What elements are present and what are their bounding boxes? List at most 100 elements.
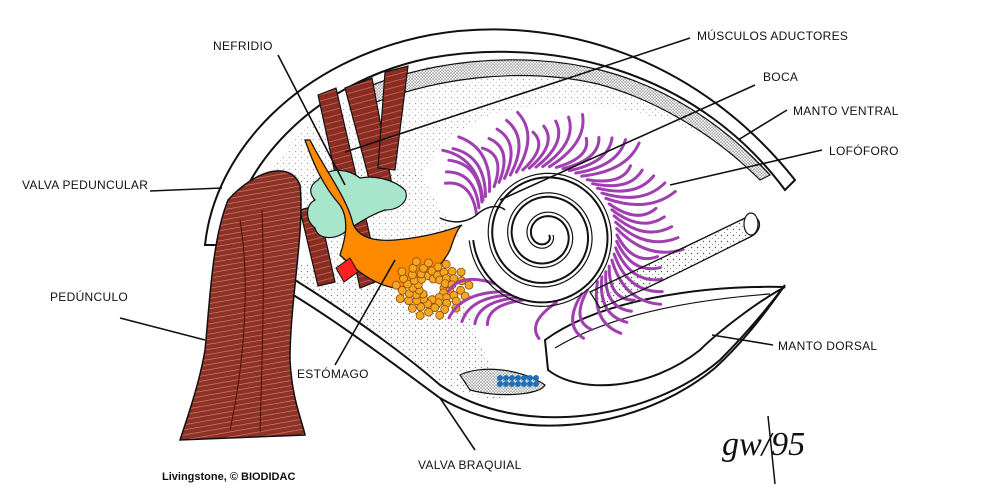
gonad-cell bbox=[497, 375, 503, 381]
signature-stroke bbox=[767, 415, 776, 485]
gland-lobule bbox=[416, 302, 426, 312]
lophophore-spiral bbox=[468, 172, 613, 308]
label-estomago: ESTÓMAGO bbox=[297, 366, 369, 381]
tentacle bbox=[554, 136, 589, 169]
tentacle bbox=[534, 301, 558, 340]
heart bbox=[335, 257, 359, 283]
tentacle bbox=[487, 137, 506, 184]
gland-lobule bbox=[407, 303, 417, 313]
tentacle bbox=[505, 118, 521, 177]
gland-lobule bbox=[419, 263, 428, 273]
lophophore-arm bbox=[589, 212, 761, 309]
tentacle bbox=[614, 220, 680, 244]
leader-pedunculo bbox=[119, 317, 206, 341]
gonad bbox=[459, 368, 546, 396]
tentacle bbox=[447, 277, 496, 293]
gonad-cell bbox=[509, 381, 515, 387]
label-valva-braquial: VALVA BRAQUIAL bbox=[418, 458, 522, 472]
tentacle bbox=[600, 181, 667, 199]
tentacle bbox=[457, 135, 492, 193]
tentacle bbox=[585, 164, 632, 183]
lophophore-tentacles bbox=[441, 110, 685, 340]
tentacle bbox=[610, 208, 666, 225]
gland-lobule bbox=[411, 257, 421, 267]
tentacle bbox=[567, 136, 614, 173]
tentacle bbox=[451, 147, 487, 199]
artist-signature: gw/95 bbox=[722, 426, 805, 463]
label-manto-dorsal: MANTO DORSAL bbox=[778, 339, 877, 353]
tentacle bbox=[534, 119, 561, 169]
leader-boca bbox=[499, 84, 756, 201]
tentacle bbox=[495, 127, 513, 180]
gonad-cell bbox=[515, 381, 521, 387]
tentacle bbox=[480, 146, 500, 189]
tentacle bbox=[591, 168, 644, 188]
gonad-cell bbox=[521, 381, 527, 387]
gonad-cell bbox=[527, 381, 533, 387]
gland-lobule bbox=[447, 266, 457, 276]
tentacle bbox=[541, 115, 572, 169]
gland-lobule bbox=[395, 294, 405, 304]
label-boca: BOCA bbox=[763, 70, 798, 84]
tentacle bbox=[548, 113, 585, 169]
leader-lines bbox=[119, 37, 823, 451]
gonad-cell bbox=[509, 375, 515, 381]
tentacle bbox=[514, 110, 530, 174]
pedicle bbox=[178, 170, 306, 441]
gland-lobule bbox=[441, 259, 451, 269]
gland-lobule bbox=[435, 310, 445, 320]
tentacle bbox=[599, 275, 629, 324]
tentacle bbox=[443, 181, 478, 216]
gland-lobule bbox=[415, 310, 425, 320]
gland-lobule bbox=[430, 303, 440, 313]
leader-nefridio bbox=[277, 54, 346, 186]
tentacle bbox=[447, 290, 506, 320]
tentacle bbox=[571, 292, 585, 340]
gonad-cell bbox=[533, 381, 539, 387]
leader-valva-peduncular bbox=[149, 187, 223, 192]
label-nefridio: NEFRIDIO bbox=[213, 39, 273, 53]
stomach bbox=[304, 139, 463, 289]
gonad-cell bbox=[527, 375, 533, 381]
tentacle bbox=[561, 136, 601, 171]
gonad-cell bbox=[503, 375, 509, 381]
leader-manto-dorsal bbox=[711, 334, 774, 346]
gland-lobule bbox=[424, 307, 434, 317]
tentacle bbox=[615, 233, 659, 261]
tentacle bbox=[596, 174, 656, 193]
tentacle bbox=[578, 288, 594, 332]
gonad-cell bbox=[521, 375, 527, 381]
label-pedunculo: PEDÚNCULO bbox=[50, 289, 128, 304]
gonad-cell bbox=[515, 375, 521, 381]
leader-estomago bbox=[334, 259, 396, 366]
leader-lofoforo bbox=[669, 149, 823, 186]
gland-lobule bbox=[397, 267, 407, 277]
gland-lobule bbox=[464, 280, 474, 290]
label-lofoforo: LOFÓFORO bbox=[829, 143, 899, 158]
tentacle bbox=[441, 148, 485, 202]
tentacle bbox=[485, 298, 525, 327]
tentacle bbox=[527, 124, 550, 170]
gland-lobule bbox=[424, 258, 433, 268]
credit-text: Livingstone, © BIODIDAC bbox=[162, 471, 295, 483]
tentacle bbox=[444, 170, 481, 210]
tentacle bbox=[612, 214, 674, 234]
tentacle bbox=[604, 190, 677, 207]
gland-lobule bbox=[456, 267, 466, 277]
gonad-cell bbox=[497, 381, 503, 387]
label-manto-ventral: MANTO VENTRAL bbox=[793, 104, 899, 118]
tentacle bbox=[580, 141, 641, 178]
leader-musculos bbox=[344, 37, 691, 153]
gland-lobule bbox=[397, 285, 407, 295]
leader-manto-ventral bbox=[737, 109, 788, 141]
gonad-cell bbox=[533, 375, 539, 381]
label-musculos-aductores: MÚSCULOS ADUCTORES bbox=[697, 28, 848, 43]
gland-lobule bbox=[391, 280, 401, 290]
gonad-cell bbox=[503, 381, 509, 387]
leader-valva-braquial bbox=[439, 397, 476, 451]
dorsal-mantle bbox=[543, 285, 786, 387]
mouth-region bbox=[439, 205, 506, 223]
labels: NEFRIDIO MÚSCULOS ADUCTORES BOCA MANTO V… bbox=[22, 28, 899, 472]
tentacle bbox=[607, 202, 658, 217]
